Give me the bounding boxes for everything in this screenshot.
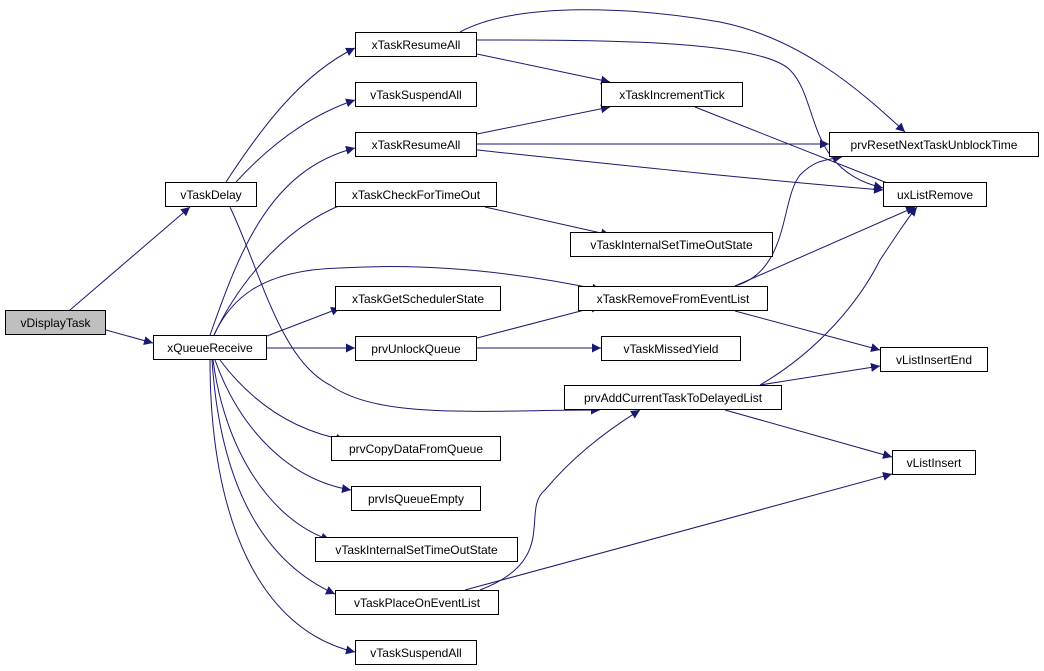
edge-xQueueReceive-to-vTaskInternalSetTimeOutState_1 bbox=[212, 359, 331, 542]
edge-vDisplayTask-to-vTaskDelay bbox=[69, 206, 191, 311]
edge-prvUnlockQueue-to-xTaskRemoveFromEventList bbox=[476, 303, 601, 339]
edge-xTaskResumeAll_1-to-prvResetNextTaskUnblockTime bbox=[459, 9, 906, 133]
node-xTaskResumeAll_2[interactable]: xTaskResumeAll bbox=[355, 132, 477, 157]
edge-xTaskResumeAll_2-to-uxListRemove bbox=[476, 149, 884, 194]
edge-xQueueReceive-to-prvCopyDataFromQueue bbox=[219, 359, 346, 443]
edge-xTaskCheckForTimeOut-to-vTaskInternalSetTimeOutState_2 bbox=[484, 206, 611, 238]
node-vDisplayTask: vDisplayTask bbox=[5, 310, 106, 335]
edge-xQueueReceive-to-xTaskResumeAll_2 bbox=[209, 145, 356, 336]
node-vTaskPlaceOnEventList[interactable]: vTaskPlaceOnEventList bbox=[335, 590, 499, 615]
edge-vTaskDelay-to-prvAddCurrentTaskToDelayedList bbox=[229, 206, 601, 415]
edge-xTaskResumeAll_1-to-uxListRemove bbox=[476, 39, 884, 191]
edge-xTaskResumeAll_2-to-xTaskIncrementTick bbox=[476, 104, 611, 135]
node-xTaskCheckForTimeOut[interactable]: xTaskCheckForTimeOut bbox=[335, 182, 497, 207]
edge-vTaskPlaceOnEventList-to-vListInsert bbox=[464, 472, 893, 591]
edge-xTaskRemoveFromEventList-to-vListInsertEnd bbox=[734, 310, 881, 353]
edge-xTaskIncrementTick-to-uxListRemove bbox=[694, 106, 906, 191]
node-xTaskResumeAll_1[interactable]: xTaskResumeAll bbox=[355, 32, 477, 57]
node-prvIsQueueEmpty[interactable]: prvIsQueueEmpty bbox=[351, 486, 481, 511]
edge-xQueueReceive-to-vTaskPlaceOnEventList bbox=[211, 359, 336, 595]
edge-xQueueReceive-to-xTaskCheckForTimeOut bbox=[213, 198, 356, 336]
edge-xTaskResumeAll_1-to-xTaskIncrementTick bbox=[476, 53, 611, 85]
edge-xQueueReceive-to-vTaskSuspendAll_2 bbox=[209, 359, 356, 655]
node-vListInsertEnd[interactable]: vListInsertEnd bbox=[880, 347, 988, 372]
edge-prvAddCurrentTaskToDelayedList-to-vListInsertEnd bbox=[759, 362, 881, 386]
node-vTaskInternalSetTimeOutState_1[interactable]: vTaskInternalSetTimeOutState bbox=[315, 537, 518, 562]
node-xTaskRemoveFromEventList[interactable]: xTaskRemoveFromEventList bbox=[578, 286, 768, 311]
edge-vTaskDelay-to-vTaskSuspendAll_1 bbox=[235, 98, 356, 183]
node-vTaskDelay[interactable]: vTaskDelay bbox=[165, 182, 257, 207]
edge-vDisplayTask-to-xQueueReceive bbox=[105, 329, 154, 345]
edge-xQueueReceive-to-prvIsQueueEmpty bbox=[214, 359, 352, 493]
edge-vTaskDelay-to-xTaskResumeAll_1 bbox=[225, 47, 356, 183]
edge-xQueueReceive-to-xTaskGetSchedulerState bbox=[266, 307, 341, 337]
node-uxListRemove[interactable]: uxListRemove bbox=[883, 182, 987, 207]
node-prvResetNextTaskUnblockTime[interactable]: prvResetNextTaskUnblockTime bbox=[829, 132, 1039, 157]
node-xTaskIncrementTick[interactable]: xTaskIncrementTick bbox=[601, 82, 743, 107]
edge-xQueueReceive-to-xTaskRemoveFromEventList bbox=[213, 266, 602, 336]
node-xTaskGetSchedulerState[interactable]: xTaskGetSchedulerState bbox=[335, 286, 501, 311]
node-vListInsert[interactable]: vListInsert bbox=[892, 450, 976, 475]
edge-xTaskRemoveFromEventList-to-prvResetNextTaskUnblockTime bbox=[734, 154, 843, 287]
node-prvAddCurrentTaskToDelayedList[interactable]: prvAddCurrentTaskToDelayedList bbox=[564, 385, 782, 410]
edge-prvAddCurrentTaskToDelayedList-to-uxListRemove bbox=[759, 206, 918, 386]
edge-vTaskPlaceOnEventList-to-prvAddCurrentTaskToDelayedList bbox=[479, 409, 641, 591]
node-vTaskInternalSetTimeOutState_2[interactable]: vTaskInternalSetTimeOutState bbox=[570, 232, 773, 257]
node-xQueueReceive[interactable]: xQueueReceive bbox=[153, 335, 267, 360]
node-prvUnlockQueue[interactable]: prvUnlockQueue bbox=[355, 336, 477, 361]
node-prvCopyDataFromQueue[interactable]: prvCopyDataFromQueue bbox=[331, 436, 501, 461]
node-vTaskSuspendAll_2[interactable]: vTaskSuspendAll bbox=[355, 640, 477, 665]
node-vTaskMissedYield[interactable]: vTaskMissedYield bbox=[601, 336, 741, 361]
edge-prvAddCurrentTaskToDelayedList-to-vListInsert bbox=[724, 409, 893, 459]
edge-xTaskRemoveFromEventList-to-uxListRemove bbox=[734, 206, 916, 287]
node-vTaskSuspendAll_1[interactable]: vTaskSuspendAll bbox=[355, 82, 477, 107]
